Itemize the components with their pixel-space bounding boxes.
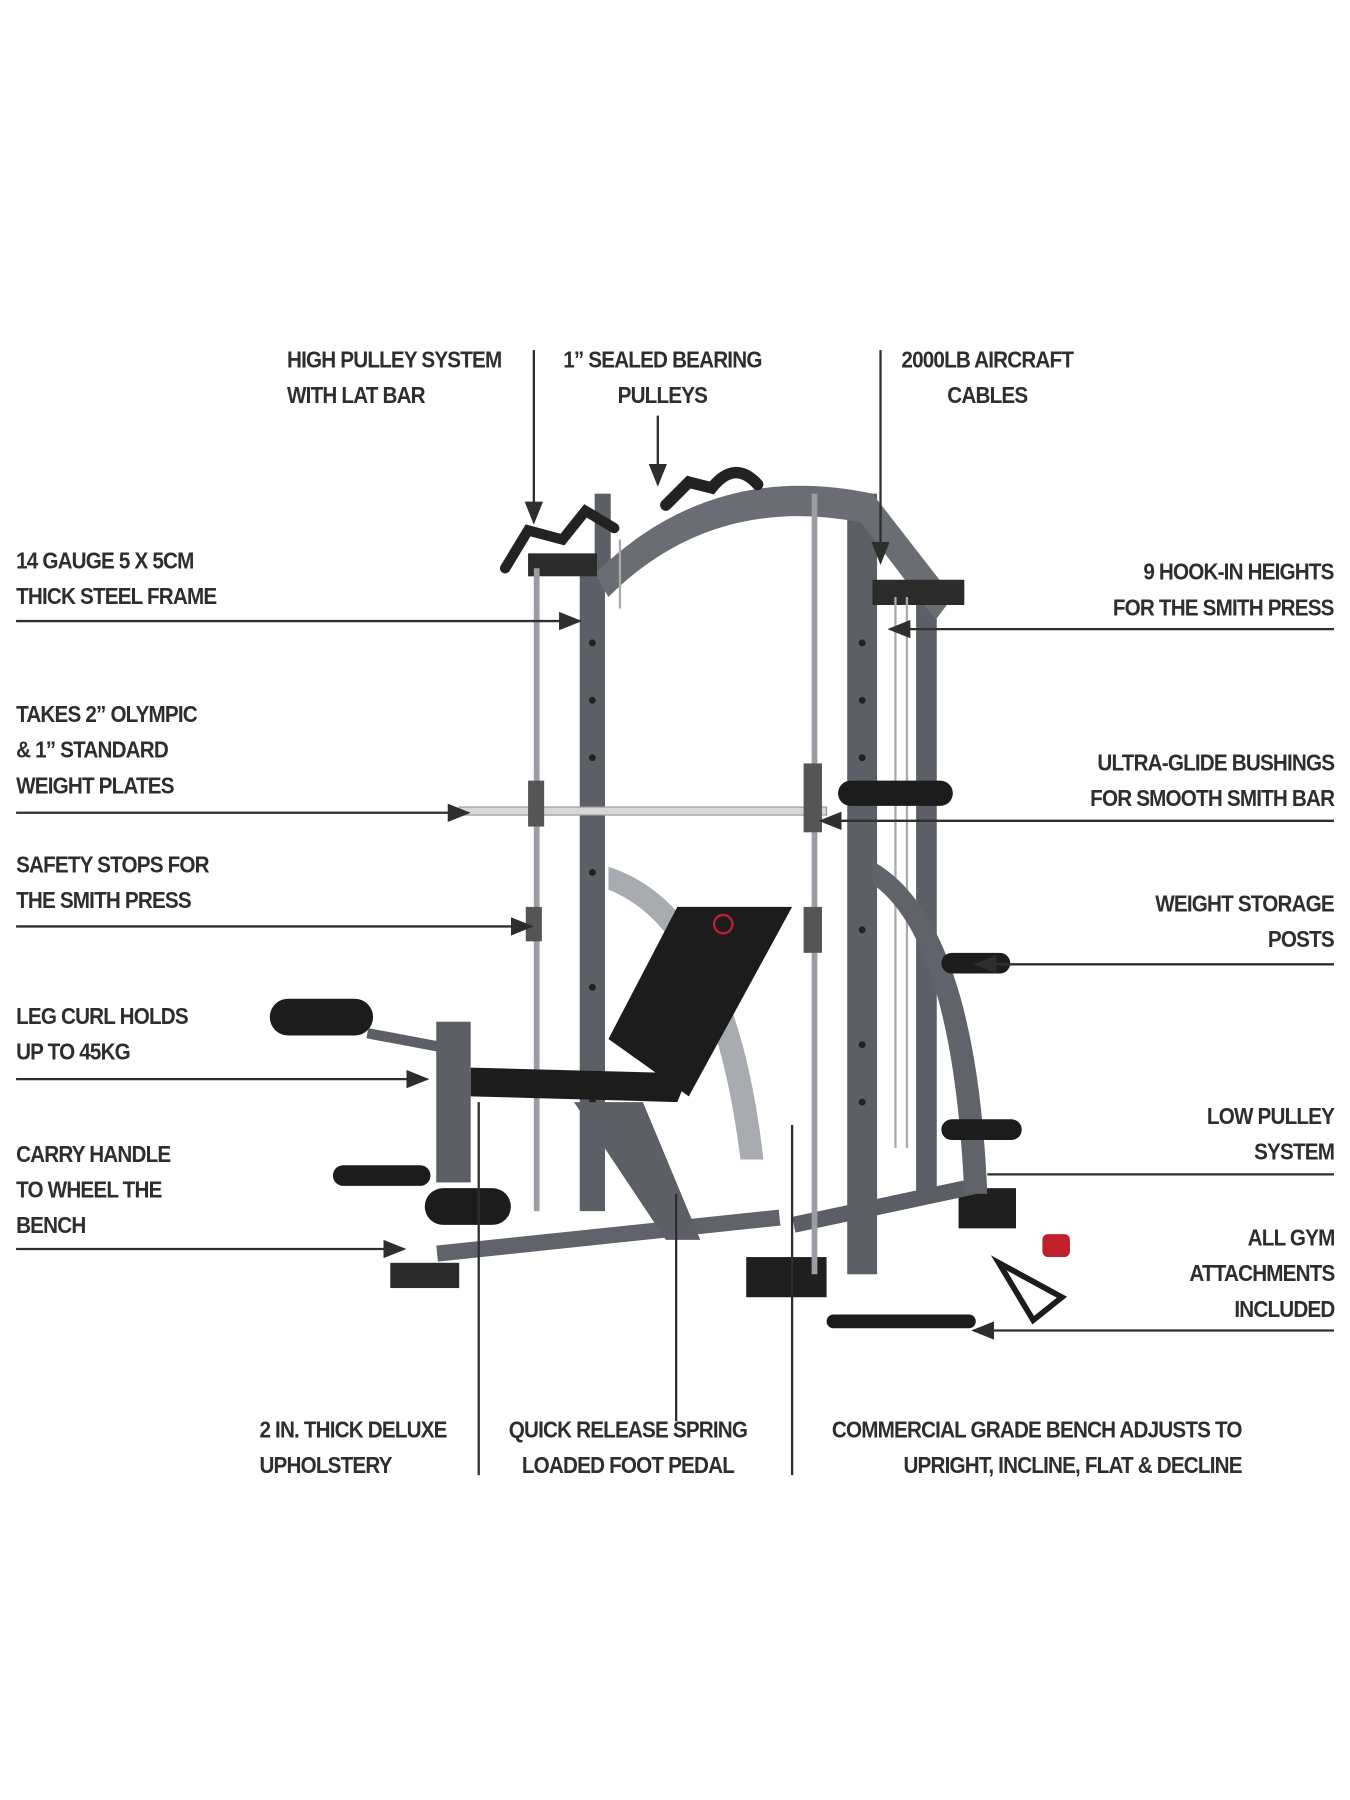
- callout-line: CABLES: [947, 383, 1028, 409]
- callout-line: TAKES 2” OLYMPIC: [16, 702, 198, 728]
- callout-line: THICK STEEL FRAME: [16, 584, 217, 610]
- callout-attachments: ALL GYM ATTACHMENTS INCLUDED: [1188, 1221, 1335, 1328]
- callout-line: PULLEYS: [617, 383, 708, 409]
- callout-line: LEG CURL HOLDS: [16, 1004, 189, 1030]
- callout-line: 1” SEALED BEARING: [563, 347, 762, 374]
- callout-safety-stops: SAFETY STOPS FOR THE SMITH PRESS: [16, 848, 210, 919]
- callout-line: UPRIGHT, INCLINE, FLAT & DECLINE: [903, 1453, 1243, 1479]
- callout-line: ATTACHMENTS: [1188, 1261, 1335, 1287]
- callout-weight-plates: TAKES 2” OLYMPIC & 1” STANDARD WEIGHT PLAT…: [16, 698, 198, 805]
- callout-line: 9 HOOK-IN HEIGHTS: [1143, 560, 1335, 586]
- callout-line: 2 IN. THICK DELUXE: [259, 1417, 447, 1444]
- callout-line: FOR THE SMITH PRESS: [1113, 595, 1335, 622]
- callout-upholstery: 2 IN. THICK DELUXE UPHOLSTERY: [259, 1413, 447, 1484]
- callout-line: ULTRA-GLIDE BUSHINGS: [1097, 750, 1335, 777]
- callout-low-pulley: LOW PULLEY SYSTEM: [1206, 1100, 1335, 1171]
- callout-line: UP TO 45KG: [16, 1040, 131, 1066]
- callout-lines: [16, 350, 1334, 1476]
- callout-hook-in-heights: 9 HOOK-IN HEIGHTS FOR THE SMITH PRESS: [1113, 556, 1335, 627]
- callout-bearing-pulleys: 1” SEALED BEARING PULLEYS: [559, 343, 766, 414]
- callout-storage-posts: WEIGHT STORAGE POSTS: [1155, 887, 1334, 958]
- callout-line: HIGH PULLEY SYSTEM: [287, 347, 502, 374]
- callout-line: INCLUDED: [1233, 1297, 1335, 1323]
- callout-line: POSTS: [1268, 927, 1335, 953]
- callout-line: CARRY HANDLE: [16, 1142, 171, 1168]
- callout-line: SYSTEM: [1253, 1139, 1335, 1166]
- callout-line: 2000LB AIRCRAFT: [901, 347, 1074, 374]
- callout-line: THE SMITH PRESS: [16, 888, 192, 914]
- callout-high-pulley: HIGH PULLEY SYSTEM WITH LAT BAR: [287, 343, 502, 414]
- callout-line: SAFETY STOPS FOR: [16, 852, 210, 879]
- callout-leg-curl: LEG CURL HOLDS UP TO 45KG: [16, 1000, 189, 1071]
- callout-line: UPHOLSTERY: [259, 1453, 392, 1479]
- callout-line: & 1” STANDARD: [16, 738, 169, 764]
- callout-line: BENCH: [16, 1213, 86, 1239]
- callout-line: WEIGHT STORAGE: [1155, 891, 1334, 918]
- callout-line: WITH LAT BAR: [287, 383, 426, 409]
- callout-foot-pedal: QUICK RELEASE SPRING LOADED FOOT PEDAL: [504, 1413, 752, 1484]
- callout-line: COMMERCIAL GRADE BENCH ADJUSTS TO: [832, 1417, 1243, 1444]
- callout-line: WEIGHT PLATES: [16, 773, 174, 800]
- smith-machine: [269, 466, 1070, 1329]
- callout-line: LOADED FOOT PEDAL: [521, 1453, 735, 1479]
- callout-line: QUICK RELEASE SPRING: [508, 1417, 748, 1444]
- callout-line: ALL GYM: [1247, 1226, 1335, 1252]
- callout-line: TO WHEEL THE: [16, 1177, 162, 1204]
- callout-line: 14 GAUGE 5 X 5CM: [16, 548, 194, 574]
- callout-steel-frame: 14 GAUGE 5 X 5CM THICK STEEL FRAME: [16, 544, 217, 615]
- callout-aircraft-cables: 2000LB AIRCRAFT CABLES: [884, 343, 1091, 414]
- callout-carry-handle: CARRY HANDLE TO WHEEL THE BENCH: [16, 1138, 171, 1245]
- callout-line: FOR SMOOTH SMITH BAR: [1089, 786, 1335, 812]
- callout-line: LOW PULLEY: [1206, 1104, 1335, 1130]
- callout-bench-adjust: COMMERCIAL GRADE BENCH ADJUSTS TO UPRIGHT…: [832, 1413, 1243, 1484]
- callout-bushings: ULTRA-GLIDE BUSHINGS FOR SMOOTH SMITH BAR: [1089, 746, 1335, 817]
